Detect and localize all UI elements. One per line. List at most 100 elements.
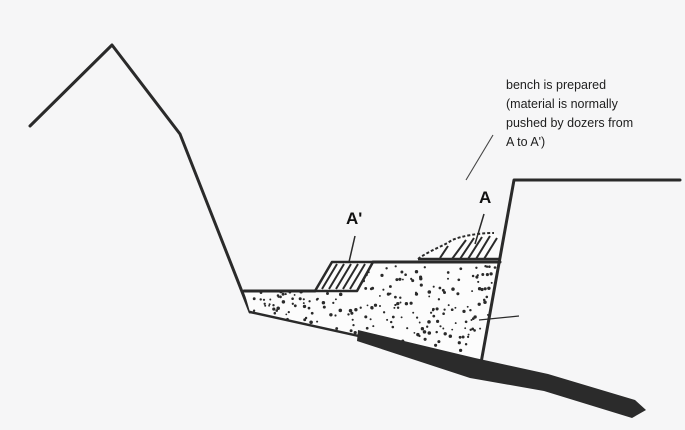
texture-dot xyxy=(436,319,440,323)
texture-dot xyxy=(454,322,457,325)
texture-dot xyxy=(437,340,441,344)
texture-dot xyxy=(489,272,493,276)
texture-dot xyxy=(364,315,368,319)
texture-dot xyxy=(471,290,474,293)
left-slope-line xyxy=(28,43,252,314)
texture-dot xyxy=(404,302,409,306)
texture-dot xyxy=(475,266,478,269)
material-a-hatching xyxy=(439,235,498,260)
texture-dot xyxy=(391,315,395,319)
texture-dot xyxy=(396,306,400,310)
texture-dot xyxy=(473,315,477,319)
texture-dot xyxy=(415,316,419,319)
texture-dot xyxy=(481,273,485,276)
texture-dot xyxy=(480,287,484,292)
texture-dot xyxy=(459,267,463,271)
texture-dot xyxy=(272,304,275,307)
texture-dot xyxy=(359,306,362,309)
texture-dot xyxy=(400,270,404,274)
texture-dot xyxy=(364,286,368,290)
texture-dot xyxy=(442,312,445,316)
right-wall-line xyxy=(479,178,682,365)
texture-dot xyxy=(338,308,343,313)
texture-dot xyxy=(446,277,450,280)
texture-dot xyxy=(399,301,402,304)
texture-dot xyxy=(447,304,450,307)
texture-dot xyxy=(321,300,326,305)
texture-dot xyxy=(382,311,386,314)
texture-dot xyxy=(347,313,350,316)
texture-dot xyxy=(259,298,262,301)
texture-dot xyxy=(434,343,438,347)
label-a-prime: A' xyxy=(346,209,363,228)
texture-dot xyxy=(475,275,479,279)
texture-dot xyxy=(293,304,297,308)
texture-dot xyxy=(399,296,402,299)
fill-texture-dots xyxy=(252,264,497,360)
texture-dot xyxy=(414,292,419,296)
texture-dot xyxy=(369,287,373,291)
texture-dot xyxy=(269,298,272,301)
texture-dot xyxy=(386,318,389,321)
texture-dot xyxy=(423,337,427,341)
texture-dot xyxy=(401,278,404,281)
texture-dot xyxy=(485,273,489,277)
texture-dot xyxy=(316,320,319,323)
texture-dot xyxy=(490,281,493,284)
texture-dot xyxy=(435,307,439,311)
leader-a xyxy=(474,213,485,245)
texture-dot xyxy=(252,297,256,301)
texture-dot xyxy=(457,278,461,282)
texture-dot xyxy=(394,295,397,299)
texture-dot xyxy=(389,292,392,295)
texture-dot xyxy=(482,298,486,302)
texture-dot xyxy=(385,267,388,270)
texture-dot xyxy=(353,331,357,335)
texture-dot xyxy=(429,311,433,314)
texture-dot xyxy=(275,309,279,312)
texture-dot xyxy=(391,325,395,329)
texture-dot xyxy=(464,327,467,330)
texture-dot xyxy=(469,308,472,312)
texture-dot xyxy=(393,306,396,309)
texture-dot xyxy=(400,316,403,319)
texture-dot xyxy=(404,273,407,277)
texture-dot xyxy=(427,320,431,324)
texture-dot xyxy=(302,298,305,301)
texture-dot xyxy=(477,287,482,291)
texture-dot xyxy=(471,274,475,278)
leader-fill xyxy=(478,315,520,321)
texture-dot xyxy=(338,292,343,297)
texture-dot xyxy=(302,302,305,305)
texture-dot xyxy=(369,318,372,321)
texture-dot xyxy=(479,327,482,330)
texture-dot xyxy=(308,300,311,303)
texture-dot xyxy=(394,303,397,307)
bench-a-prime-hatching xyxy=(321,263,366,290)
texture-dot xyxy=(414,270,419,274)
texture-dot xyxy=(443,332,447,336)
texture-dot xyxy=(443,291,446,294)
texture-dot xyxy=(437,298,441,301)
texture-dot xyxy=(471,327,475,331)
texture-dot xyxy=(378,294,381,297)
texture-dot xyxy=(431,309,435,312)
texture-dot xyxy=(441,288,445,292)
texture-dot xyxy=(451,287,455,291)
texture-dot xyxy=(329,313,333,317)
texture-dot xyxy=(365,326,369,330)
texture-dot xyxy=(349,329,353,333)
texture-dot xyxy=(450,308,454,312)
texture-dot xyxy=(252,309,256,312)
texture-dot xyxy=(462,309,466,314)
texture-dot xyxy=(485,295,489,299)
texture-dot xyxy=(456,292,460,296)
texture-dot xyxy=(446,271,450,274)
texture-dot xyxy=(493,266,497,269)
texture-dot xyxy=(428,295,431,298)
texture-dot xyxy=(469,328,472,332)
texture-dot xyxy=(268,304,271,307)
texture-dot xyxy=(291,297,294,300)
base-layer xyxy=(357,330,646,418)
